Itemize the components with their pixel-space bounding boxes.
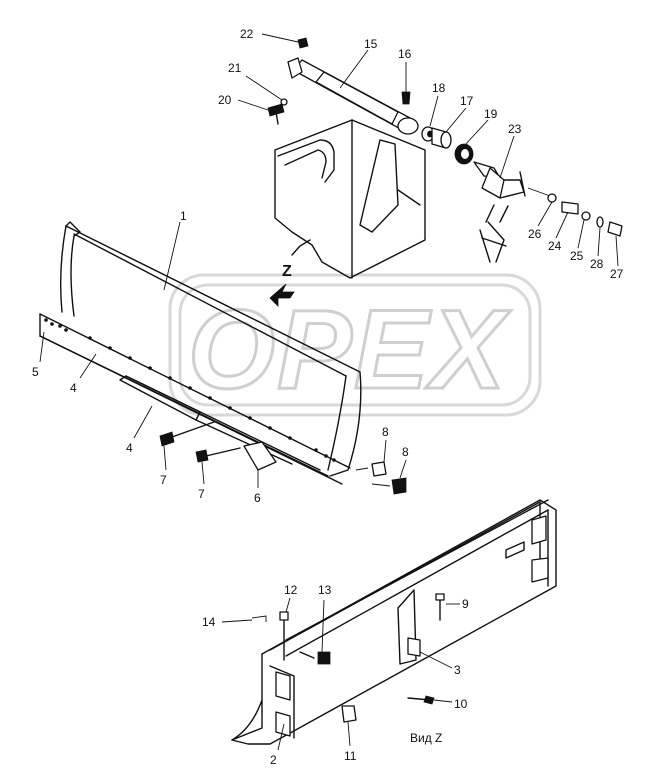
leader-lines (39, 33, 619, 751)
callout-6: 6 (254, 491, 261, 505)
callout-17: 17 (460, 94, 474, 108)
callout-15: 15 (364, 37, 378, 51)
washer-25 (581, 211, 591, 221)
callout-7-lower: 7 (198, 487, 205, 501)
callout-1: 1 (180, 209, 187, 223)
callout-28: 28 (590, 257, 604, 271)
callout-26: 26 (528, 227, 542, 241)
grease-fitting-16 (401, 86, 411, 105)
watermark: OPEX (168, 273, 542, 417)
lift-cylinder (287, 57, 419, 135)
trunnion-23 (473, 161, 551, 263)
callout-8-upper: 8 (382, 425, 389, 439)
callout-18: 18 (432, 81, 446, 95)
washer-28 (596, 216, 604, 228)
cutting-edge-4-lower (119, 375, 321, 471)
view-z-arrow: Z (269, 263, 295, 307)
view-z-marker: Z (282, 263, 292, 280)
callout-21: 21 (228, 61, 242, 75)
callout-9: 9 (462, 597, 469, 611)
callout-2: 2 (270, 753, 277, 767)
bolt-12 (279, 611, 289, 661)
tractor-frame (274, 119, 426, 279)
bolt-7-b (195, 447, 241, 463)
view-z-caption: Вид Z (410, 731, 442, 745)
callout-7-upper: 7 (160, 473, 167, 487)
bolt-7-a (159, 421, 215, 447)
nut-8-a (371, 461, 387, 477)
watermark-inner-frame (178, 283, 532, 407)
pin-9 (435, 593, 445, 621)
callout-8-lower: 8 (402, 445, 409, 459)
washer-21 (280, 98, 288, 106)
seal-19 (454, 143, 474, 165)
fitting-22 (297, 37, 309, 49)
watermark-text: OPEX (188, 287, 512, 412)
callout-25: 25 (570, 249, 584, 263)
callout-labels: 22 15 16 21 18 20 17 19 23 1 26 24 25 28… (32, 27, 624, 767)
pin-10 (407, 695, 435, 705)
callout-11: 11 (344, 749, 357, 763)
nut-8-b (391, 477, 407, 495)
cutting-edge-holes (44, 318, 336, 462)
callout-19: 19 (484, 107, 498, 121)
callout-16: 16 (398, 47, 412, 61)
end-bit-6 (243, 441, 277, 471)
washer-26 (547, 193, 557, 203)
callout-23: 23 (508, 122, 522, 136)
bushing-17 (431, 127, 452, 149)
dozer-blade (39, 221, 362, 485)
callout-14: 14 (202, 615, 216, 629)
callout-4-upper: 4 (70, 381, 77, 395)
washer-14 (251, 615, 267, 622)
callout-24: 24 (548, 239, 562, 253)
callout-4-lower: 4 (126, 441, 133, 455)
callout-3: 3 (454, 663, 461, 677)
clamp-24 (561, 201, 579, 215)
pin-20 (267, 103, 285, 125)
callout-27: 27 (610, 267, 624, 281)
callout-12: 12 (284, 583, 298, 597)
callout-5: 5 (32, 365, 39, 379)
callout-20: 20 (218, 93, 232, 107)
callout-13: 13 (318, 583, 332, 597)
callout-22: 22 (240, 27, 254, 41)
view-z-blade (231, 499, 557, 745)
nut-11 (341, 705, 357, 723)
bolt-27 (607, 221, 623, 237)
bolt-13 (299, 651, 331, 665)
callout-10: 10 (454, 697, 468, 711)
